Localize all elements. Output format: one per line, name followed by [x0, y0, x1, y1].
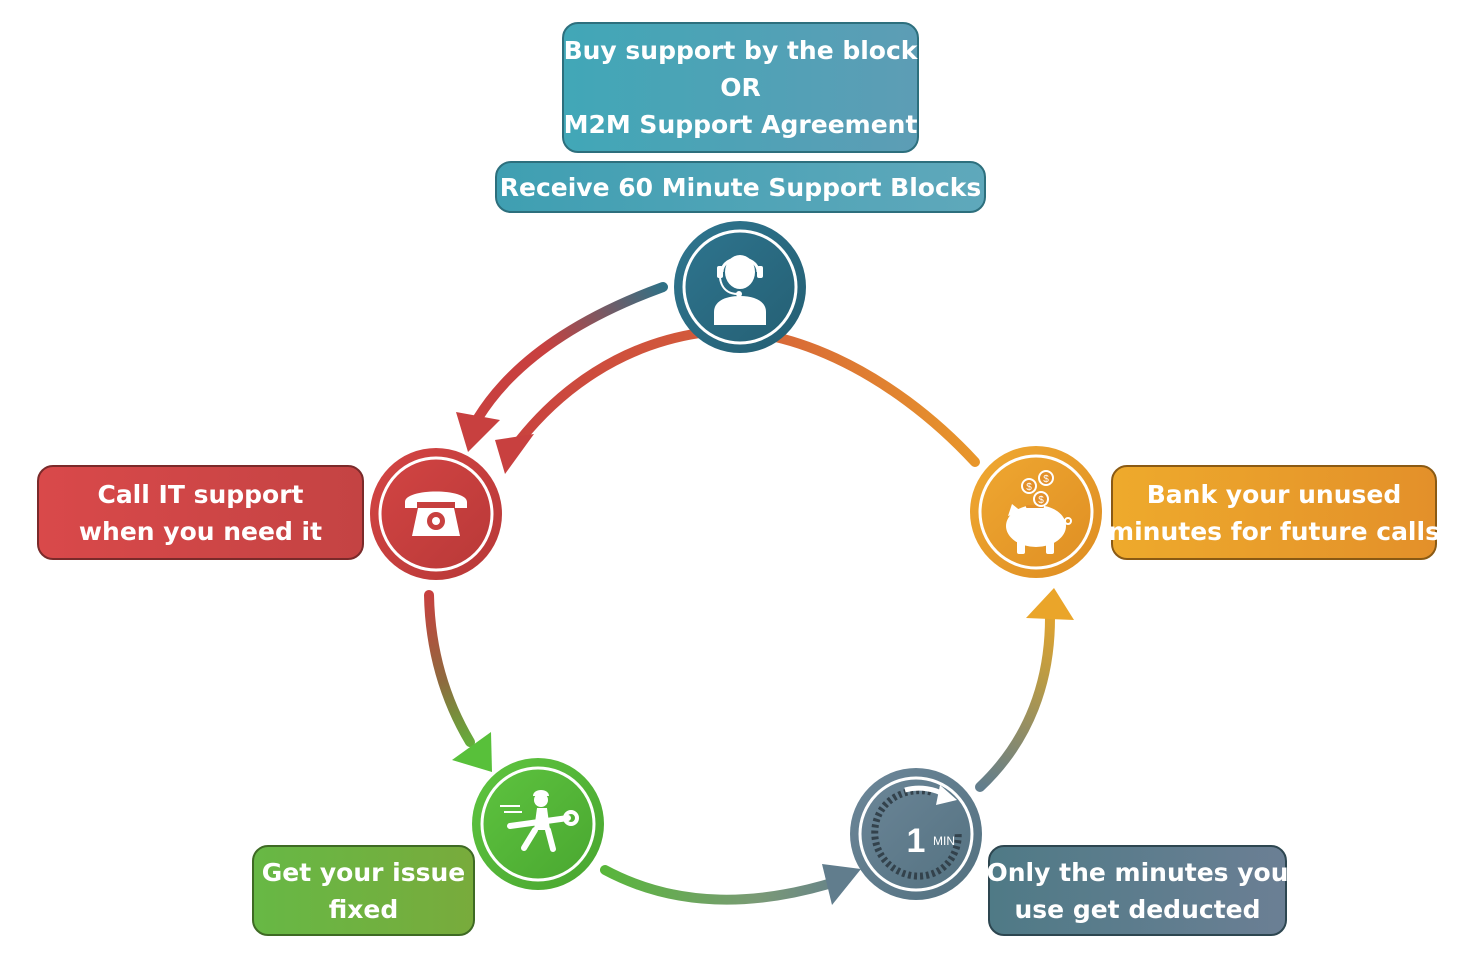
svg-text:$: $: [1038, 495, 1044, 506]
svg-text:$: $: [1026, 482, 1032, 493]
node-call: [370, 448, 502, 580]
arrow-minute-to-bank: [975, 588, 1074, 792]
bank-line-2: minutes for future calls: [1108, 516, 1440, 546]
buy-line-2: OR: [720, 73, 761, 102]
buy-support-box: Buy support by the block OR M2M Support …: [562, 22, 919, 153]
timer-unit: MIN: [933, 834, 955, 848]
headset-agent-icon: [714, 255, 766, 325]
node-support: [674, 221, 806, 353]
fixed-line-2: fixed: [328, 894, 399, 924]
one-minute-timer-icon: 1 MIN: [871, 785, 962, 880]
node-bank: $ $ $: [970, 446, 1102, 578]
arrow-call-to-fixed: [424, 590, 492, 772]
issue-fixed-box: Get your issue fixed: [252, 845, 475, 936]
bank-minutes-box: Bank your unused minutes for future call…: [1108, 465, 1440, 560]
receive-blocks-box: Receive 60 Minute Support Blocks: [495, 161, 986, 213]
call-line-2: when you need it: [78, 516, 323, 546]
telephone-icon: [405, 491, 467, 536]
bank-line-1: Bank your unused: [1146, 479, 1402, 509]
minutes-deducted-box: Only the minutes you use get deducted: [986, 845, 1289, 936]
buy-line-3: M2M Support Agreement: [563, 110, 918, 139]
node-fixed: [472, 758, 604, 890]
svg-text:$: $: [1043, 474, 1049, 485]
timer-number: 1: [907, 822, 926, 860]
fixed-line-1: Get your issue: [261, 857, 466, 887]
piggy-bank-coins-icon: $ $ $: [1006, 470, 1072, 554]
arrow-fixed-to-minute: [600, 864, 861, 905]
call-support-box: Call IT support when you need it: [37, 465, 364, 560]
arrow-support-to-call: [456, 282, 668, 452]
deduct-line-1: Only the minutes you: [986, 857, 1289, 887]
call-line-1: Call IT support: [97, 479, 304, 509]
repairman-wrench-icon: [500, 790, 579, 852]
node-minute: 1 MIN: [850, 768, 982, 900]
deduct-line-2: use get deducted: [1014, 894, 1261, 924]
buy-line-1: Buy support by the block: [563, 36, 918, 65]
receive-label: Receive 60 Minute Support Blocks: [499, 172, 982, 202]
